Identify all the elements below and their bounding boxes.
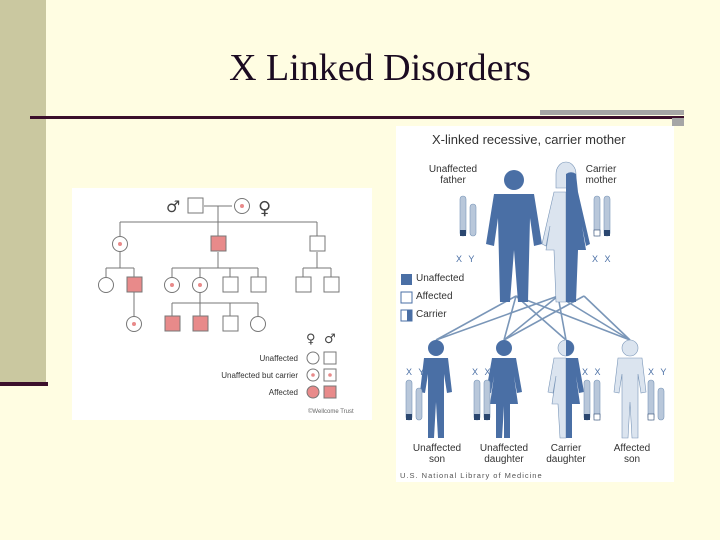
child-3-chromosome-label: X X (582, 367, 603, 377)
pedigree-gen1-male (187, 197, 204, 214)
child-carrier-daughter (547, 339, 584, 439)
legend-male-affected (323, 385, 337, 399)
title-underline (30, 116, 684, 119)
child-2-label-line1: Unaffected (479, 443, 529, 454)
child-2-label-line2: daughter (484, 454, 524, 465)
father-figure (486, 170, 542, 302)
xlinked-source: U.S. National Library of Medicine (400, 471, 543, 480)
pedigree-credit: ©Wellcome Trust (308, 409, 354, 415)
pedigree-gen4-male-affected (192, 315, 209, 332)
father-chromosome-label: X Y (456, 254, 477, 264)
child-3-label: Carrier daughter (538, 443, 594, 465)
xlinked-figure: X-linked recessive, carrier mother Unaff… (396, 126, 674, 482)
legend-affected-swatch (401, 274, 412, 285)
father-label: Unaffected father (428, 164, 478, 186)
child-unaffected-daughter (486, 340, 522, 438)
xlinked-diagram (400, 161, 665, 439)
legend-carrier-text: Carrier (416, 309, 447, 320)
male-symbol-icon: ♂ (166, 197, 180, 216)
child-3-label-line2: daughter (546, 454, 586, 465)
legend-affected-label: Affected (268, 388, 298, 397)
father-y-chromosome (469, 203, 477, 237)
pedigree-gen2-male (309, 235, 326, 252)
child-1-label-line2: son (428, 454, 446, 465)
legend-unaffected-label: Unaffected (259, 354, 298, 363)
child-3-label-line1: Carrier (550, 443, 582, 454)
legend-unaffected-text: Unaffected (416, 273, 465, 284)
pedigree-gen3-female (98, 277, 114, 293)
legend-female-unaffected (306, 351, 320, 365)
child-affected-son (613, 339, 647, 439)
pedigree-gen3-male (250, 276, 267, 293)
pedigree-gen3-male (222, 276, 239, 293)
pedigree-gen4-female (250, 316, 266, 332)
female-symbol-icon: ♀ (258, 198, 271, 219)
pedigree-gen3-male (295, 276, 312, 293)
title-underline-gray-tab (672, 118, 684, 126)
child-1-chromosome-label: X Y (406, 367, 427, 377)
legend-female-affected (306, 385, 320, 399)
legend-carrier-label: Unaffected but carrier (221, 371, 298, 380)
legend-male-symbol-icon: ♂ (324, 332, 336, 347)
child-2-label: Unaffected daughter (472, 443, 536, 465)
slide-side-bar (0, 0, 46, 386)
child-4-label-line2: son (623, 454, 641, 465)
slide-side-accent-line (0, 382, 48, 386)
legend-affected-text: Affected (416, 291, 453, 302)
pedigree-diagram: ♂ ♀ ♀ ♂ (98, 197, 340, 399)
slide-title: X Linked Disorders (229, 47, 531, 89)
child-2-chromosome-label: X X (472, 367, 493, 377)
legend-male-unaffected (323, 351, 337, 365)
legend-female-symbol-icon: ♀ (306, 332, 316, 347)
child-4-label-line1: Affected (613, 443, 651, 454)
pedigree-gen3-male (323, 276, 340, 293)
mother-figure (541, 161, 590, 303)
pedigree-gen4-male-affected (164, 315, 181, 332)
child-1-label-line1: Unaffected (412, 443, 462, 454)
xlinked-title: X-linked recessive, carrier mother (432, 132, 626, 147)
child-unaffected-son (420, 340, 452, 438)
pedigree-gen2-male-affected (210, 235, 227, 252)
mother-label: Carrier mother (585, 164, 617, 186)
title-underline-gray-segment (540, 110, 684, 115)
pedigree-gen3-male-affected (126, 276, 143, 293)
mother-chromosome-label: X X (592, 254, 613, 264)
child-1-label: Unaffected son (404, 443, 470, 465)
child-4-label: Affected son (604, 443, 660, 465)
inheritance-lines (435, 295, 631, 341)
legend-unaffected-swatch (400, 291, 413, 304)
child-4-chromosome-label: X Y (648, 367, 669, 377)
pedigree-gen4-male (222, 315, 239, 332)
pedigree-figure: ♂ ♀ ♀ ♂ Unaffected Unaffected but carrie… (72, 188, 372, 420)
